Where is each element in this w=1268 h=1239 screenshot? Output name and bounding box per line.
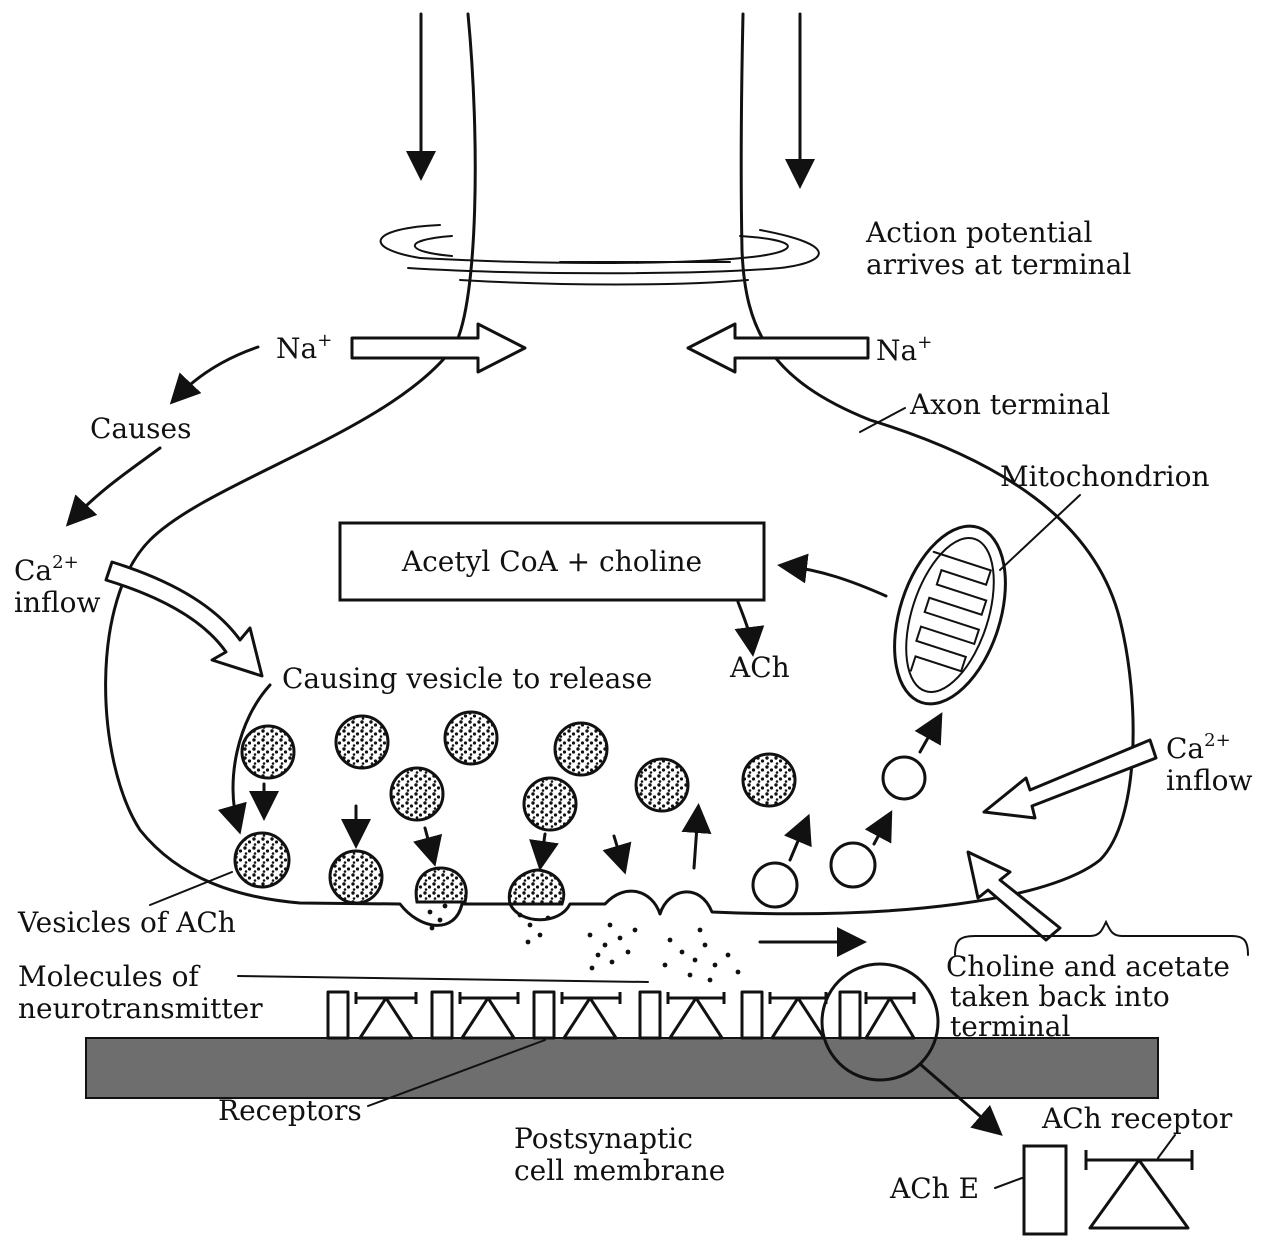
action-potential-rings	[381, 225, 819, 285]
receptor-unit	[534, 992, 620, 1038]
choline-reuptake-arrow	[968, 852, 1060, 940]
mito-to-box-arrow	[786, 566, 886, 596]
vesicles-pointer	[150, 872, 232, 905]
ca-inflow-label-right: inflow	[1166, 764, 1253, 797]
causing-release-label: Causing vesicle to release	[282, 662, 652, 695]
ca-label-left: Ca2+	[14, 552, 79, 587]
molecules-pointer	[238, 976, 648, 982]
receptor-unit	[840, 992, 914, 1038]
postsynaptic-membrane	[86, 1038, 1158, 1098]
causes-arrow-1	[176, 347, 258, 398]
action-potential-label-line2: arrives at terminal	[866, 248, 1131, 281]
fusing-vesicle-1	[416, 868, 466, 902]
ach-vesicles	[235, 712, 795, 903]
postsynaptic-label-line1: Postsynaptic	[514, 1122, 693, 1155]
mitochondrion-label: Mitochondrion	[1000, 460, 1210, 493]
released-acetylcholine	[428, 904, 741, 983]
vesicles-label: Vesicles of ACh	[17, 906, 236, 939]
vesicle	[445, 712, 497, 764]
choline-label-line2: taken back into	[950, 980, 1170, 1013]
vesicle	[330, 851, 382, 903]
mitochondrion	[874, 512, 1026, 718]
receptor-unit	[742, 992, 826, 1038]
receptor-unit	[640, 992, 724, 1038]
ca-inflow-arrow-left	[106, 562, 262, 676]
causes-label: Causes	[90, 412, 191, 445]
na-label-right: Na+	[876, 332, 932, 367]
ach-receptor-pointer	[1158, 1135, 1175, 1158]
receptor-unit	[328, 992, 416, 1038]
na-inflow-arrow-right	[688, 324, 868, 372]
vesicle	[242, 726, 294, 778]
ache-label: ACh E	[889, 1172, 979, 1205]
receptor-unit	[432, 992, 518, 1038]
molecules-label-line2: neurotransmitter	[18, 992, 263, 1025]
ach-synthesis-label: ACh	[729, 651, 790, 684]
postsynaptic-label-line2: cell membrane	[514, 1154, 725, 1187]
ache-enzyme-large	[1024, 1146, 1066, 1234]
axon-terminal-label: Axon terminal	[909, 388, 1110, 421]
choline-label-line1: Choline and acetate	[946, 950, 1230, 983]
acetyl-coa-label: Acetyl CoA + choline	[401, 545, 702, 578]
fusing-vesicle-2	[509, 870, 563, 904]
vesicle	[555, 723, 607, 775]
molecules-label-line1: Molecules of	[18, 960, 201, 993]
axon-terminal-outline	[106, 14, 1134, 925]
causes-arrow-2	[72, 448, 160, 520]
receptors-label: Receptors	[218, 1094, 362, 1127]
vesicle	[391, 768, 443, 820]
vesicle	[336, 716, 388, 768]
ca-label-right: Ca2+	[1166, 730, 1231, 765]
ach-receptor-label: ACh receptor	[1041, 1102, 1233, 1135]
ach-receptor-large	[1086, 1150, 1192, 1228]
ca-inflow-label-left: inflow	[14, 586, 101, 619]
action-potential-label-line1: Action potential	[865, 216, 1092, 249]
ache-pointer	[995, 1178, 1022, 1188]
vesicle	[524, 778, 576, 830]
mitochondrion-pointer	[1000, 495, 1080, 570]
synthesis-arrow	[738, 602, 752, 648]
vesicle	[636, 759, 688, 811]
na-label-left: Na+	[276, 330, 332, 365]
vesicle	[743, 754, 795, 806]
vesicle	[235, 833, 289, 887]
